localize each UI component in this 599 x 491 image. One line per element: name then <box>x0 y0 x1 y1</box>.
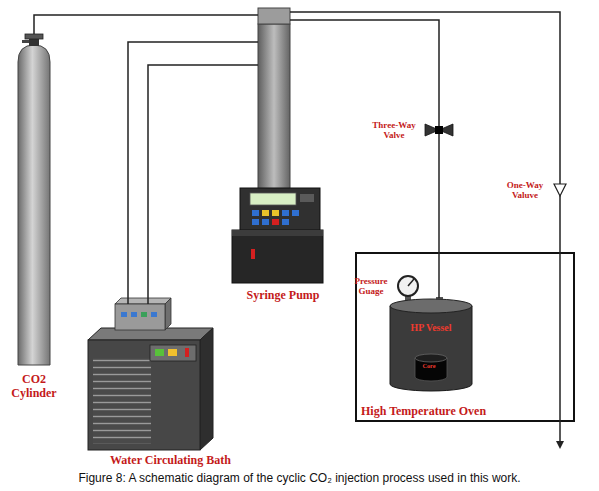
figure-caption: Figure 8: A schematic diagram of the cyc… <box>0 471 599 485</box>
pump-node: Syringe Pump <box>258 8 290 285</box>
one-way-valve <box>554 182 566 198</box>
node-label: Three-Way Valve <box>367 120 421 141</box>
node-label: Water Circulating Bath <box>110 454 231 468</box>
pressure-vessel <box>390 297 472 391</box>
node-label: High Temperature Oven <box>361 405 486 419</box>
bath-node: Water Circulating Bath <box>88 296 214 452</box>
node-label: HP Vessel <box>388 322 474 333</box>
oven-outline <box>356 253 574 421</box>
gas-cylinder <box>18 34 50 365</box>
core-node: Core <box>411 352 447 382</box>
pipe-line <box>290 20 439 118</box>
pressure-gauge <box>398 276 418 301</box>
gauge-node: Pressure Guage <box>398 276 418 296</box>
node-label: One-Way Valuve <box>500 180 550 201</box>
vent-line <box>556 198 564 449</box>
node-label: Core <box>411 362 447 369</box>
three-way-valve <box>425 118 453 142</box>
oven-node: High Temperature OvenPressure GuageHP Ve… <box>355 252 575 422</box>
node-label: Pressure Guage <box>348 276 394 297</box>
valve-node: Three-Way Valve <box>425 118 453 142</box>
vessel-node: HP VesselCore <box>388 298 474 390</box>
pipe-line <box>34 15 258 34</box>
pipe-line <box>438 142 440 298</box>
node-label: CO2 Cylinder <box>3 373 65 401</box>
water-bath <box>88 298 213 450</box>
pipe-line <box>128 42 258 304</box>
pipe-line <box>148 65 258 304</box>
cylinder-node: CO2 Cylinder <box>16 34 52 368</box>
node-label: Syringe Pump <box>246 289 319 303</box>
syringe-pump <box>232 8 323 283</box>
check-valve-node: One-Way Valuve <box>554 182 566 198</box>
pipe-line <box>290 12 560 182</box>
